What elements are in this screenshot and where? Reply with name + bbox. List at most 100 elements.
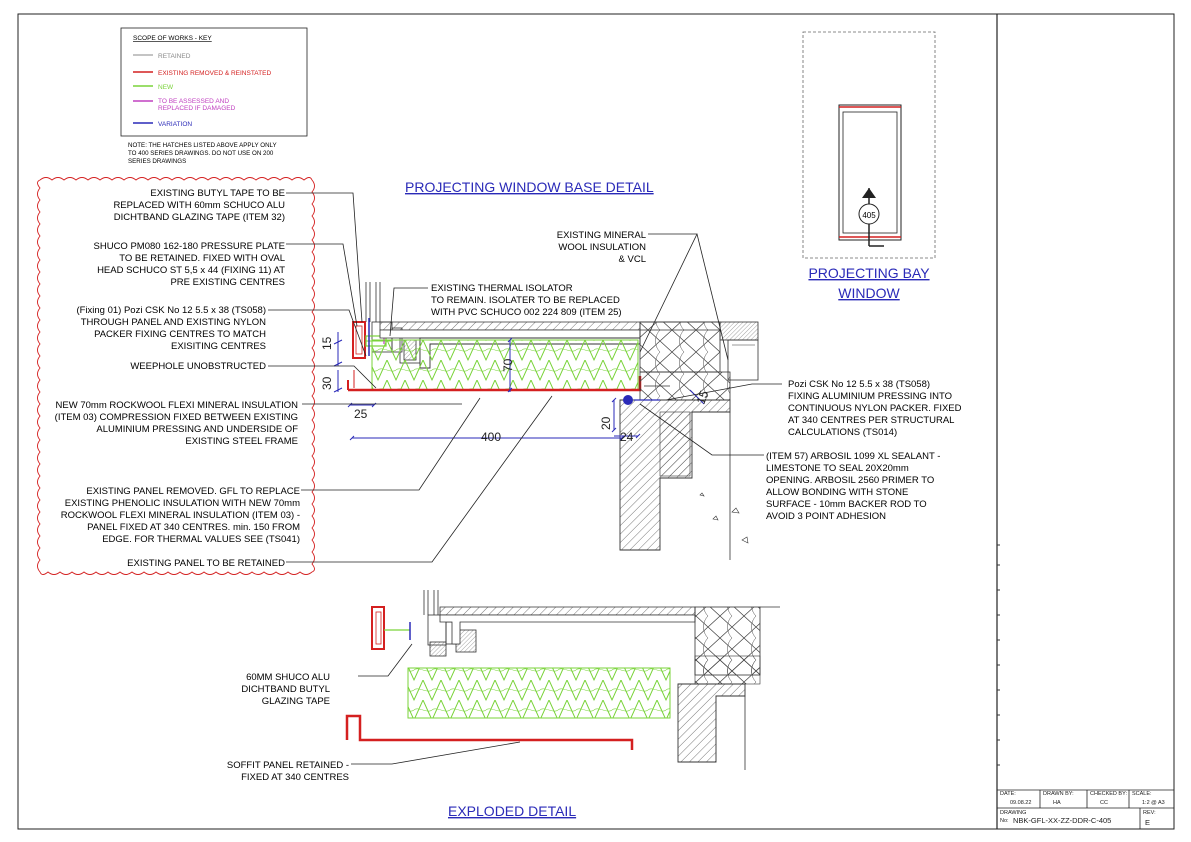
sheet-border [17, 13, 1175, 830]
key-note-1: NOTE: THE HATCHES LISTED ABOVE APPLY ONL… [128, 142, 277, 149]
key-label-assessed-2: REPLACED IF DAMAGED [158, 105, 236, 112]
note-thermal-1: EXISTING THERMAL ISOLATOR [431, 283, 573, 294]
note-sealant-2: LIMESTONE TO SEAL 20X20mm [766, 463, 909, 474]
note-fixing-1: (Fixing 01) Pozi CSK No 12 5.5 x 38 (TS0… [76, 305, 266, 316]
dim-15b: 15 [694, 388, 712, 406]
dim-25: 25 [354, 407, 368, 421]
scope-key: SCOPE OF WORKS - KEY RETAINED EXISTING R… [120, 27, 308, 165]
note-pozi-5: CALCULATIONS (TS014) [788, 427, 897, 438]
note-mineral-1: EXISTING MINERAL [557, 230, 646, 241]
tb-drawing-label-2: No: [1000, 818, 1009, 824]
note-butyl-3: DICHTBAND GLAZING TAPE (ITEM 32) [114, 212, 285, 223]
note-tape-2: DICHTBAND BUTYL [241, 684, 330, 695]
note-rockwool-4: EXISTING STEEL FRAME [185, 436, 298, 447]
tb-rev-value: E [1145, 818, 1150, 827]
note-sealant-5: SURFACE - 10mm BACKER ROD TO [766, 499, 927, 510]
tb-scale-label: SCALE: [1132, 791, 1152, 797]
note-soffit-2: FIXED AT 340 CENTRES [241, 772, 349, 783]
note-panel-removed-1: EXISTING PANEL REMOVED. GFL TO REPLACE [86, 486, 300, 497]
tb-rev-label: REV: [1143, 810, 1156, 816]
tb-drawn-value: HA [1053, 800, 1061, 806]
note-pozi-4: AT 340 CENTRES PER STRUCTURAL [788, 415, 954, 426]
tb-drawn-label: DRAWN BY: [1043, 791, 1074, 797]
key-label-removed: EXISTING REMOVED & REINSTATED [158, 70, 271, 77]
leader-lines [268, 192, 782, 563]
note-panel-retained: EXISTING PANEL TO BE RETAINED [127, 558, 285, 569]
section-marker-label: 405 [862, 211, 876, 220]
note-mineral-2: WOOL INSULATION [558, 242, 646, 253]
bay-window-plan: 405 [802, 31, 936, 259]
note-pozi-1: Pozi CSK No 12 5.5 x 38 (TS058) [788, 379, 930, 390]
note-fixing-4: EXISITING CENTRES [171, 341, 266, 352]
note-sealant-4: ALLOW BONDING WITH STONE [766, 487, 908, 498]
note-pressure-1: SHUCO PM080 162-180 PRESSURE PLATE [94, 241, 285, 252]
key-note-3: SERIES DRAWINGS [128, 158, 186, 165]
tb-date-value: 09.08.22 [1010, 800, 1031, 806]
tb-checked-label: CHECKED BY: [1090, 791, 1127, 797]
top-notes: EXISTING THERMAL ISOLATOR TO REMAIN. ISO… [431, 230, 646, 318]
title-base-detail: PROJECTING WINDOW BASE DETAIL [405, 179, 654, 195]
dim-20: 20 [599, 416, 613, 430]
title-block-margin-ticks [997, 544, 1000, 766]
title-block [997, 789, 1174, 829]
left-notes: EXISTING BUTYL TAPE TO BE REPLACED WITH … [55, 188, 300, 569]
exploded-notes: 60MM SHUCO ALU DICHTBAND BUTYL GLAZING T… [227, 672, 349, 783]
dimension-lines [333, 332, 705, 441]
title-block-text: DATE: 09.08.22 DRAWN BY: HA CHECKED BY: … [1000, 791, 1165, 827]
note-pressure-4: PRE EXISTING CENTRES [170, 277, 285, 288]
note-tape-3: GLAZING TAPE [262, 696, 330, 707]
key-label-new: NEW [158, 84, 174, 91]
dim-15: 15 [320, 336, 334, 350]
title-exploded: EXPLODED DETAIL [448, 803, 576, 819]
note-thermal-2: TO REMAIN. ISOLATER TO BE REPLACED [431, 295, 620, 306]
note-thermal-3: WITH PVC SCHUCO 002 224 809 (ITEM 25) [431, 307, 622, 318]
right-notes: Pozi CSK No 12 5.5 x 38 (TS058) FIXING A… [766, 379, 962, 522]
note-sealant-3: OPENING. ARBOSIL 2560 PRIMER TO [766, 475, 934, 486]
exploded-detail-drawing [345, 590, 780, 770]
backer-rod [623, 395, 633, 405]
note-panel-removed-4: PANEL FIXED AT 340 CENTRES. min. 150 FRO… [87, 522, 300, 533]
tb-drawing-number: NBK-GFL-XX-ZZ-DDR-C-405 [1013, 816, 1111, 825]
note-soffit-1: SOFFIT PANEL RETAINED - [227, 760, 349, 771]
note-panel-removed-5: EDGE. FOR THERMAL VALUES SEE (TS041) [102, 534, 300, 545]
title-bay-window-1: PROJECTING BAY [808, 265, 930, 281]
note-pozi-3: CONTINUOUS NYLON PACKER. FIXED [788, 403, 962, 414]
key-label-variation: VARIATION [158, 121, 192, 128]
tb-date-label: DATE: [1000, 791, 1016, 797]
section-marker [858, 203, 880, 225]
pressure-plate [352, 321, 366, 359]
note-butyl-2: REPLACED WITH 60mm SCHUCO ALU [113, 200, 285, 211]
tb-checked-value: CC [1100, 800, 1108, 806]
note-rockwool-3: ALUMINIUM PRESSING AND UNDERSIDE OF [96, 424, 298, 435]
note-pozi-2: FIXING ALUMINIUM PRESSING INTO [788, 391, 952, 402]
note-panel-removed-3: ROCKWOOL FLEXI MINERAL INSULATION (ITEM … [61, 510, 300, 521]
note-rockwool-1: NEW 70mm ROCKWOOL FLEXI MINERAL INSULATI… [56, 400, 299, 411]
note-fixing-2: THROUGH PANEL AND EXISTING NYLON [81, 317, 266, 328]
key-label-assessed-1: TO BE ASSESSED AND [158, 98, 229, 105]
note-fixing-3: PACKER FIXING CENTRES TO MATCH [94, 329, 266, 340]
key-label-retained: RETAINED [158, 53, 191, 60]
exploded-insulation [407, 667, 671, 719]
note-pressure-3: HEAD SCHUCO ST 5,5 x 44 (FIXING 11) AT [97, 265, 285, 276]
tb-scale-value: 1:2 @ A3 [1142, 800, 1165, 806]
dim-400: 400 [481, 430, 501, 444]
dim-70: 70 [501, 358, 515, 372]
note-mineral-3: & VCL [619, 254, 646, 265]
note-sealant-1: (ITEM 57) ARBOSIL 1099 XL SEALANT - [766, 451, 940, 462]
note-butyl-1: EXISTING BUTYL TAPE TO BE [150, 188, 285, 199]
tb-drawing-label: DRAWING [1000, 810, 1026, 816]
note-sealant-6: AVOID 3 POINT ADHESION [766, 511, 886, 522]
note-weephole: WEEPHOLE UNOBSTRUCTED [130, 361, 266, 372]
base-detail-drawing: 15 30 25 400 20 24 70 15 [268, 192, 782, 563]
exploded-soffit-panel [345, 714, 634, 750]
title-bay-window-2: WINDOW [838, 285, 900, 301]
key-note-2: TO 400 SERIES DRAWINGS. DO NOT USE ON 20… [128, 150, 274, 157]
dim-30: 30 [320, 376, 334, 390]
note-rockwool-2: (ITEM 03) COMPRESSION FIXED BETWEEN EXIS… [55, 412, 298, 423]
dim-24: 24 [620, 430, 634, 444]
note-panel-removed-2: EXISTING PHENOLIC INSULATION WITH NEW 70… [65, 498, 300, 509]
note-pressure-2: TO BE RETAINED. FIXED WITH OVAL [119, 253, 285, 264]
key-title: SCOPE OF WORKS - KEY [133, 35, 212, 42]
revision-cloud [37, 177, 315, 575]
